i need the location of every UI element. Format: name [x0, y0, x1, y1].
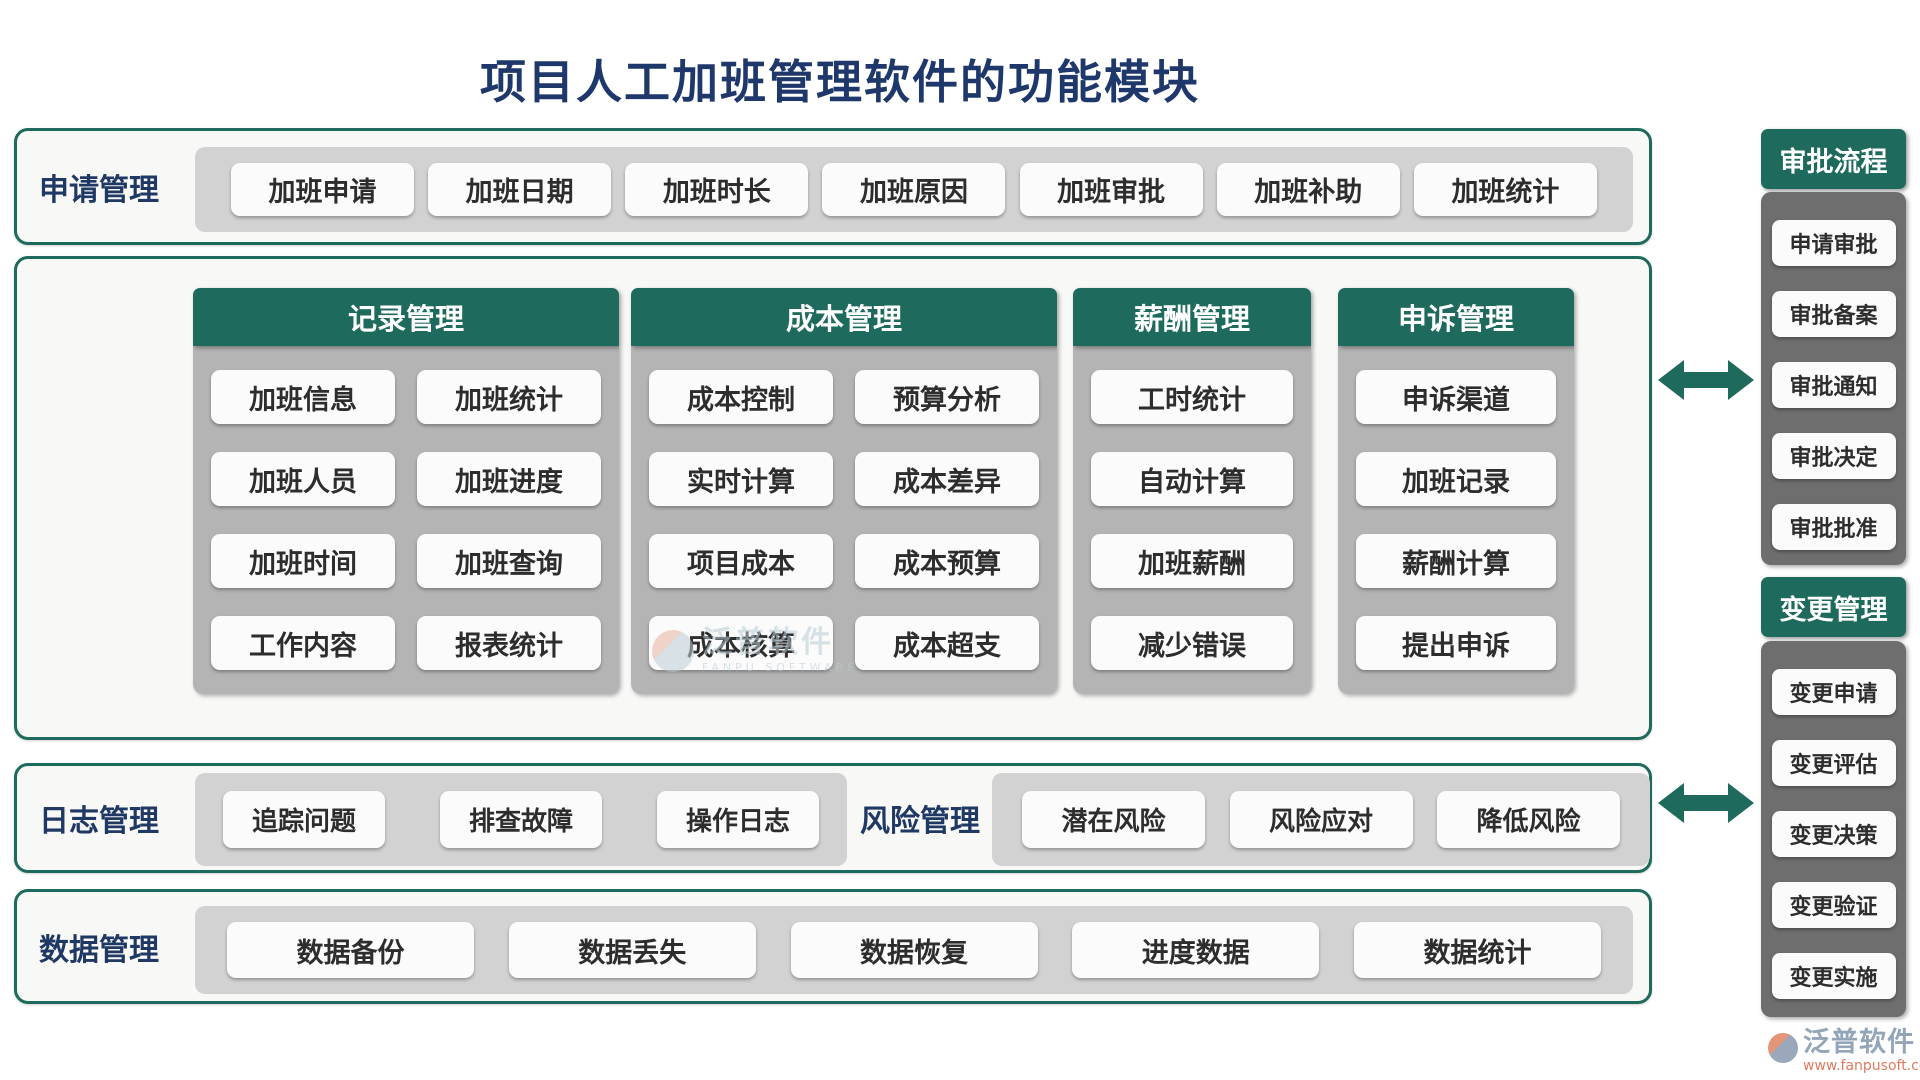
module-chip[interactable]: 操作日志 — [657, 791, 819, 848]
module-chip[interactable]: 成本差异 — [855, 452, 1039, 506]
module-columns-panel: 记录管理 加班信息加班统计加班人员加班进度加班时间加班查询工作内容报表统计 成本… — [14, 256, 1652, 740]
appeal-management-body: 申诉渠道加班记录薪酬计算提出申诉 — [1338, 346, 1574, 694]
module-chip[interactable]: 数据恢复 — [790, 922, 1038, 978]
module-chip[interactable]: 加班补助 — [1216, 163, 1400, 216]
sidebar-chip[interactable]: 审批通知 — [1771, 362, 1896, 408]
change-management-body: 变更申请变更评估变更决策变更验证变更实施 — [1761, 641, 1906, 1017]
module-chip[interactable]: 加班查询 — [417, 534, 601, 588]
data-management-label: 数据管理 — [39, 932, 159, 968]
log-management-tray: 追踪问题排查故障操作日志 — [195, 773, 847, 866]
module-chip[interactable]: 工时统计 — [1091, 370, 1293, 424]
brand-logo[interactable]: 泛普软件 www.fanpusoft.com — [1768, 1029, 1920, 1073]
module-chip[interactable]: 加班信息 — [211, 370, 395, 424]
sidebar-chip[interactable]: 申请审批 — [1771, 220, 1896, 266]
module-chip[interactable]: 提出申诉 — [1356, 616, 1556, 670]
record-management-header: 记录管理 — [193, 288, 619, 346]
module-chip[interactable]: 申诉渠道 — [1356, 370, 1556, 424]
data-management-tray: 数据备份数据丢失数据恢复进度数据数据统计 — [195, 906, 1633, 994]
double-arrow-icon — [1658, 356, 1754, 404]
record-management-body: 加班信息加班统计加班人员加班进度加班时间加班查询工作内容报表统计 — [193, 346, 619, 694]
approval-flow-header: 审批流程 — [1761, 129, 1906, 189]
salary-management-header: 薪酬管理 — [1073, 288, 1311, 346]
sidebar-chip[interactable]: 变更验证 — [1771, 882, 1896, 928]
module-chip[interactable]: 实时计算 — [649, 452, 833, 506]
sidebar-chip[interactable]: 变更实施 — [1771, 953, 1896, 999]
module-chip[interactable]: 加班人员 — [211, 452, 395, 506]
data-management-panel: 数据管理 数据备份数据丢失数据恢复进度数据数据统计 — [14, 889, 1652, 1004]
appeal-management-column: 申诉管理 申诉渠道加班记录薪酬计算提出申诉 — [1338, 288, 1574, 694]
brand-name: 泛普软件 — [1803, 1027, 1915, 1058]
module-chip[interactable]: 报表统计 — [417, 616, 601, 670]
module-chip[interactable]: 成本控制 — [649, 370, 833, 424]
module-chip[interactable]: 加班申请 — [231, 163, 414, 216]
module-chip[interactable]: 追踪问题 — [223, 791, 385, 848]
module-chip[interactable]: 薪酬计算 — [1356, 534, 1556, 588]
module-chip[interactable]: 加班原因 — [822, 163, 1006, 216]
salary-management-column: 薪酬管理 工时统计自动计算加班薪酬减少错误 — [1073, 288, 1311, 694]
module-chip[interactable]: 成本预算 — [855, 534, 1039, 588]
module-chip[interactable]: 加班薪酬 — [1091, 534, 1293, 588]
approval-flow-body: 申请审批审批备案审批通知审批决定审批批准 — [1761, 192, 1906, 565]
module-chip[interactable]: 加班统计 — [417, 370, 601, 424]
log-management-label: 日志管理 — [39, 804, 159, 839]
sidebar-chip[interactable]: 变更评估 — [1771, 740, 1896, 786]
module-chip[interactable]: 数据备份 — [227, 922, 474, 978]
module-chip[interactable]: 预算分析 — [855, 370, 1039, 424]
module-chip[interactable]: 工作内容 — [211, 616, 395, 670]
module-chip[interactable]: 排查故障 — [440, 791, 602, 848]
module-chip[interactable]: 加班时间 — [211, 534, 395, 588]
module-chip[interactable]: 数据统计 — [1354, 922, 1601, 978]
appeal-management-header: 申诉管理 — [1338, 288, 1574, 346]
cost-management-body: 成本控制预算分析实时计算成本差异项目成本成本预算成本核算成本超支 — [631, 346, 1057, 694]
risk-management-tray: 潜在风险风险应对降低风险 — [992, 773, 1650, 866]
module-chip[interactable]: 加班审批 — [1019, 163, 1203, 216]
module-chip[interactable]: 潜在风险 — [1022, 791, 1205, 848]
cost-management-header: 成本管理 — [631, 288, 1057, 346]
apply-management-label: 申请管理 — [39, 172, 159, 208]
cost-management-column: 成本管理 成本控制预算分析实时计算成本差异项目成本成本预算成本核算成本超支 — [631, 288, 1057, 694]
module-chip[interactable]: 加班进度 — [417, 452, 601, 506]
sidebar-chip[interactable]: 审批备案 — [1771, 291, 1896, 337]
sidebar-chip[interactable]: 变更申请 — [1771, 669, 1896, 715]
risk-management-label: 风险管理 — [860, 804, 980, 839]
module-chip[interactable]: 降低风险 — [1437, 791, 1620, 848]
log-risk-panel: 日志管理 追踪问题排查故障操作日志 风险管理 潜在风险风险应对降低风险 — [14, 763, 1652, 873]
module-chip[interactable]: 减少错误 — [1091, 616, 1293, 670]
sidebar-chip[interactable]: 审批批准 — [1771, 504, 1896, 550]
module-chip[interactable]: 加班日期 — [428, 163, 612, 216]
brand-url[interactable]: www.fanpusoft.com — [1803, 1058, 1920, 1074]
module-chip[interactable]: 数据丢失 — [508, 922, 756, 978]
record-management-column: 记录管理 加班信息加班统计加班人员加班进度加班时间加班查询工作内容报表统计 — [193, 288, 619, 694]
module-chip[interactable]: 进度数据 — [1072, 922, 1320, 978]
page-title: 项目人工加班管理软件的功能模块 — [480, 55, 1200, 109]
module-chip[interactable]: 项目成本 — [649, 534, 833, 588]
change-management-header: 变更管理 — [1761, 577, 1906, 637]
apply-management-tray: 加班申请加班日期加班时长加班原因加班审批加班补助加班统计 — [195, 147, 1633, 232]
sidebar-chip[interactable]: 审批决定 — [1771, 433, 1896, 479]
module-chip[interactable]: 加班统计 — [1413, 163, 1597, 216]
module-chip[interactable]: 成本超支 — [855, 616, 1039, 670]
sidebar-chip[interactable]: 变更决策 — [1771, 811, 1896, 857]
module-chip[interactable]: 自动计算 — [1091, 452, 1293, 506]
module-chip[interactable]: 加班记录 — [1356, 452, 1556, 506]
double-arrow-icon — [1658, 779, 1754, 827]
apply-management-panel: 申请管理 加班申请加班日期加班时长加班原因加班审批加班补助加班统计 — [14, 128, 1652, 245]
salary-management-body: 工时统计自动计算加班薪酬减少错误 — [1073, 346, 1311, 694]
module-chip[interactable]: 成本核算 — [649, 616, 833, 670]
module-chip[interactable]: 加班时长 — [625, 163, 809, 216]
module-chip[interactable]: 风险应对 — [1229, 791, 1413, 848]
brand-logo-icon — [1768, 1033, 1798, 1063]
